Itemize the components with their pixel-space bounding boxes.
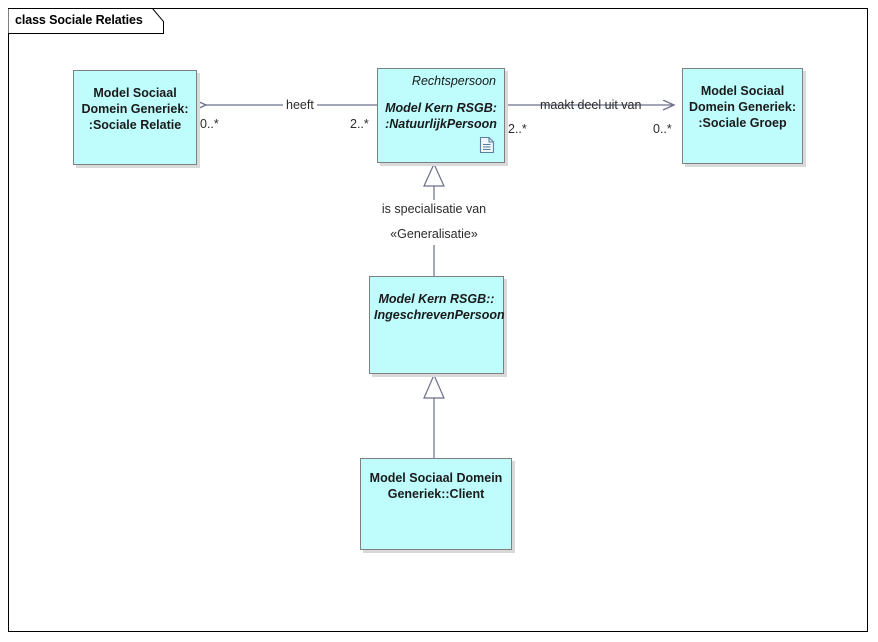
document-icon: [479, 136, 495, 154]
class-natuurlijkpersoon-label: Model Kern RSGB: :NatuurlijkPersoon: [385, 101, 497, 131]
connector-label-maakt-deel-uit-van: maakt deel uit van: [540, 98, 642, 112]
class-client[interactable]: Model Sociaal Domein Generiek::Client: [360, 458, 512, 550]
class-natuurlijkpersoon[interactable]: Rechtspersoon Model Kern RSGB: :Natuurli…: [377, 68, 505, 163]
class-ingeschrevenpersoon[interactable]: Model Kern RSGB:: IngeschrevenPersoon: [369, 276, 505, 374]
multiplicity-sociale-relatie-target: 0..*: [200, 117, 219, 131]
connector-label-heeft: heeft: [283, 98, 317, 112]
multiplicity-maakt-deel-target: 0..*: [653, 122, 672, 136]
connector-stereotype-generalisatie: «Generalisatie»: [390, 227, 478, 241]
diagram-title-label: class Sociale Relaties: [15, 13, 143, 28]
multiplicity-heeft-source: 2..*: [350, 117, 369, 131]
diagram-title-tab: class Sociale Relaties: [8, 8, 151, 33]
multiplicity-maakt-deel-source: 2..*: [508, 122, 527, 136]
class-sociale-relatie-label: Model Sociaal Domein Generiek: :Sociale …: [81, 86, 189, 132]
class-ingeschrevenpersoon-label: Model Kern RSGB:: IngeschrevenPersoon: [374, 292, 505, 322]
class-client-label: Model Sociaal Domein Generiek::Client: [369, 471, 503, 501]
class-sociale-relatie[interactable]: Model Sociaal Domein Generiek: :Sociale …: [73, 70, 197, 165]
class-sociale-groep[interactable]: Model Sociaal Domein Generiek: :Sociale …: [682, 68, 803, 164]
class-natuurlijkpersoon-stereotype: Rechtspersoon: [411, 74, 496, 88]
class-sociale-groep-label: Model Sociaal Domein Generiek: :Sociale …: [689, 84, 796, 130]
connector-label-is-specialisatie-van: is specialisatie van: [381, 202, 487, 216]
